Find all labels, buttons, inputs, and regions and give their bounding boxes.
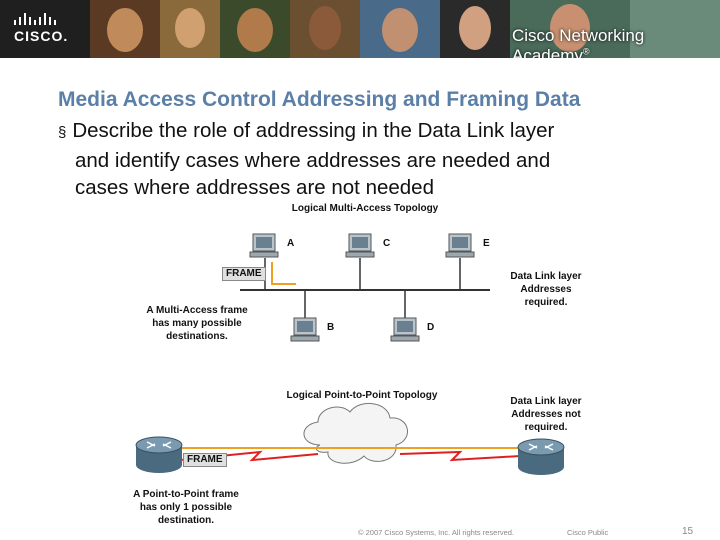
- point-to-point-frame-label: FRAME: [183, 453, 227, 467]
- computer-c-icon: [346, 234, 374, 257]
- node-label-c: C: [383, 238, 390, 249]
- node-label-e: E: [483, 238, 490, 249]
- frame-arrow: [272, 262, 296, 284]
- router-left-icon: [136, 437, 182, 473]
- node-label-b: B: [327, 322, 334, 333]
- multi-access-right-note: Data Link layer Addresses required.: [498, 270, 594, 309]
- node-label-a: A: [287, 238, 294, 249]
- cloud-icon: [304, 403, 408, 463]
- footer-copyright: © 2007 Cisco Systems, Inc. All rights re…: [358, 528, 514, 537]
- point-to-point-left-note: A Point-to-Point frame has only 1 possib…: [118, 488, 254, 527]
- page-number: 15: [682, 526, 693, 537]
- multi-access-left-note: A Multi-Access frame has many possible d…: [132, 304, 262, 343]
- computer-e-icon: [446, 234, 474, 257]
- multi-access-topology-title: Logical Multi-Access Topology: [270, 202, 460, 215]
- computer-a-icon: [250, 234, 278, 257]
- node-label-d: D: [427, 322, 434, 333]
- router-right-icon: [518, 439, 564, 475]
- computer-b-icon: [291, 318, 319, 341]
- multi-access-frame-label: FRAME: [222, 267, 266, 281]
- point-to-point-topology-title: Logical Point-to-Point Topology: [272, 389, 452, 402]
- footer-classification: Cisco Public: [567, 528, 608, 537]
- serial-link-right: [400, 452, 520, 460]
- point-to-point-right-note: Data Link layer Addresses not required.: [498, 395, 594, 434]
- computer-d-icon: [391, 318, 419, 341]
